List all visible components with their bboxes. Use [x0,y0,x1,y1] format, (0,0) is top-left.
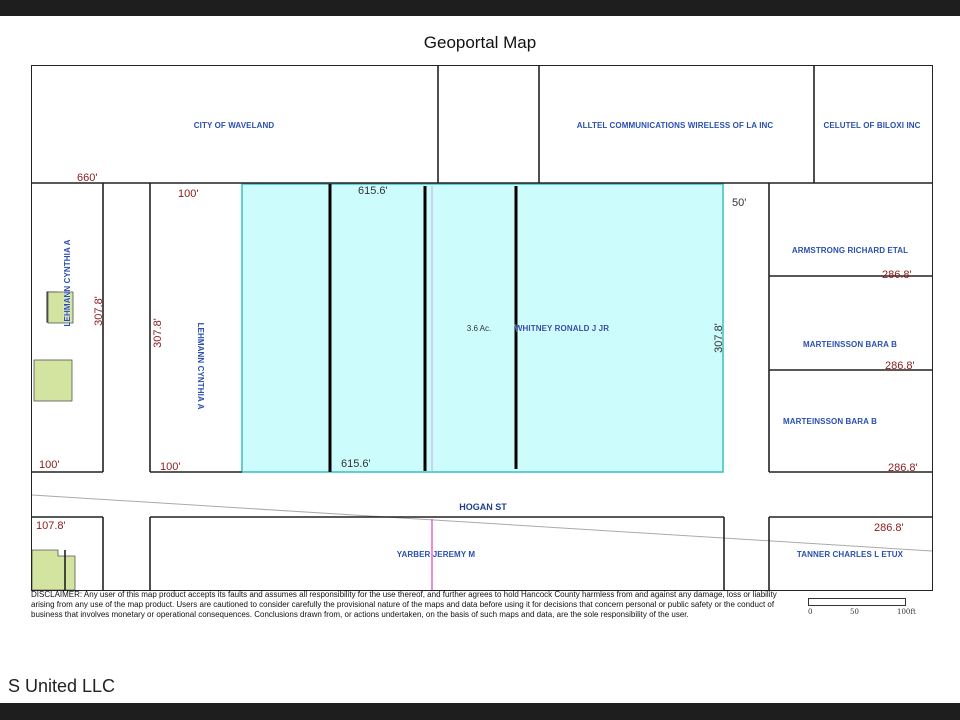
scale-bar-graphic [808,598,906,606]
bottom-bar [0,703,960,720]
map-canvas: CITY OF WAVELAND ALLTEL COMMUNICATIONS W… [32,66,932,590]
owner-label: MARTEINSSON BARA B [783,417,877,426]
street-edge [32,494,932,552]
dimension-label: 286.8' [885,360,915,372]
top-bar [0,0,960,16]
dimension-label: 307.8' [713,323,725,353]
owner-label: ARMSTRONG RICHARD ETAL [792,246,908,255]
dimension-label: 100' [178,188,198,200]
scale-tick: 0 [808,608,813,616]
dimension-label: 286.8' [882,269,912,281]
owner-label: MARTEINSSON BARA B [803,340,897,349]
watermark-text: S United LLC [8,676,116,696]
map-page: Geoportal Map [0,16,960,703]
dimension-label: 100' [39,459,59,471]
owner-label: ALLTEL COMMUNICATIONS WIRELESS OF LA INC [577,121,774,130]
dimension-label: 100' [160,461,180,473]
dimension-label: 660' [77,172,97,184]
parcel-map[interactable]: CITY OF WAVELAND ALLTEL COMMUNICATIONS W… [31,65,933,591]
scale-bar: 0 50 100ft [808,598,918,628]
owner-label: CITY OF WAVELAND [194,121,275,130]
building [33,359,73,402]
dimension-label: 50' [732,197,746,209]
scale-tick: 100ft [897,608,916,616]
dimension-label: 615.6' [358,185,388,197]
owner-label: LEHMANN CYNTHIA A [196,323,205,410]
dimension-label: 307.8' [93,296,105,326]
building [32,549,76,590]
building [47,291,74,324]
subject-parcel[interactable] [241,183,724,473]
owner-label: TANNER CHARLES L ETUX [797,550,904,559]
acreage-label: 3.6 Ac. [467,324,491,333]
owner-label: CELUTEL OF BILOXI INC [823,121,920,130]
owner-label: LEHMANN CYNTHIA A [63,239,72,326]
dimension-label: 307.8' [152,318,164,348]
owner-label: WHITNEY RONALD J JR [515,324,609,333]
page-title: Geoportal Map [423,33,537,52]
owner-label: YARBER JEREMY M [397,550,476,559]
disclaimer-text: DISCLAIMER: Any user of this map product… [31,590,777,619]
dimension-label: 286.8' [874,522,904,534]
dimension-label: 286.8' [888,462,918,474]
dimension-label: 107.8' [36,520,66,532]
scale-tick: 50 [850,608,859,616]
dimension-label: 615.6' [341,458,371,470]
street-label: HOGAN ST [459,502,507,512]
